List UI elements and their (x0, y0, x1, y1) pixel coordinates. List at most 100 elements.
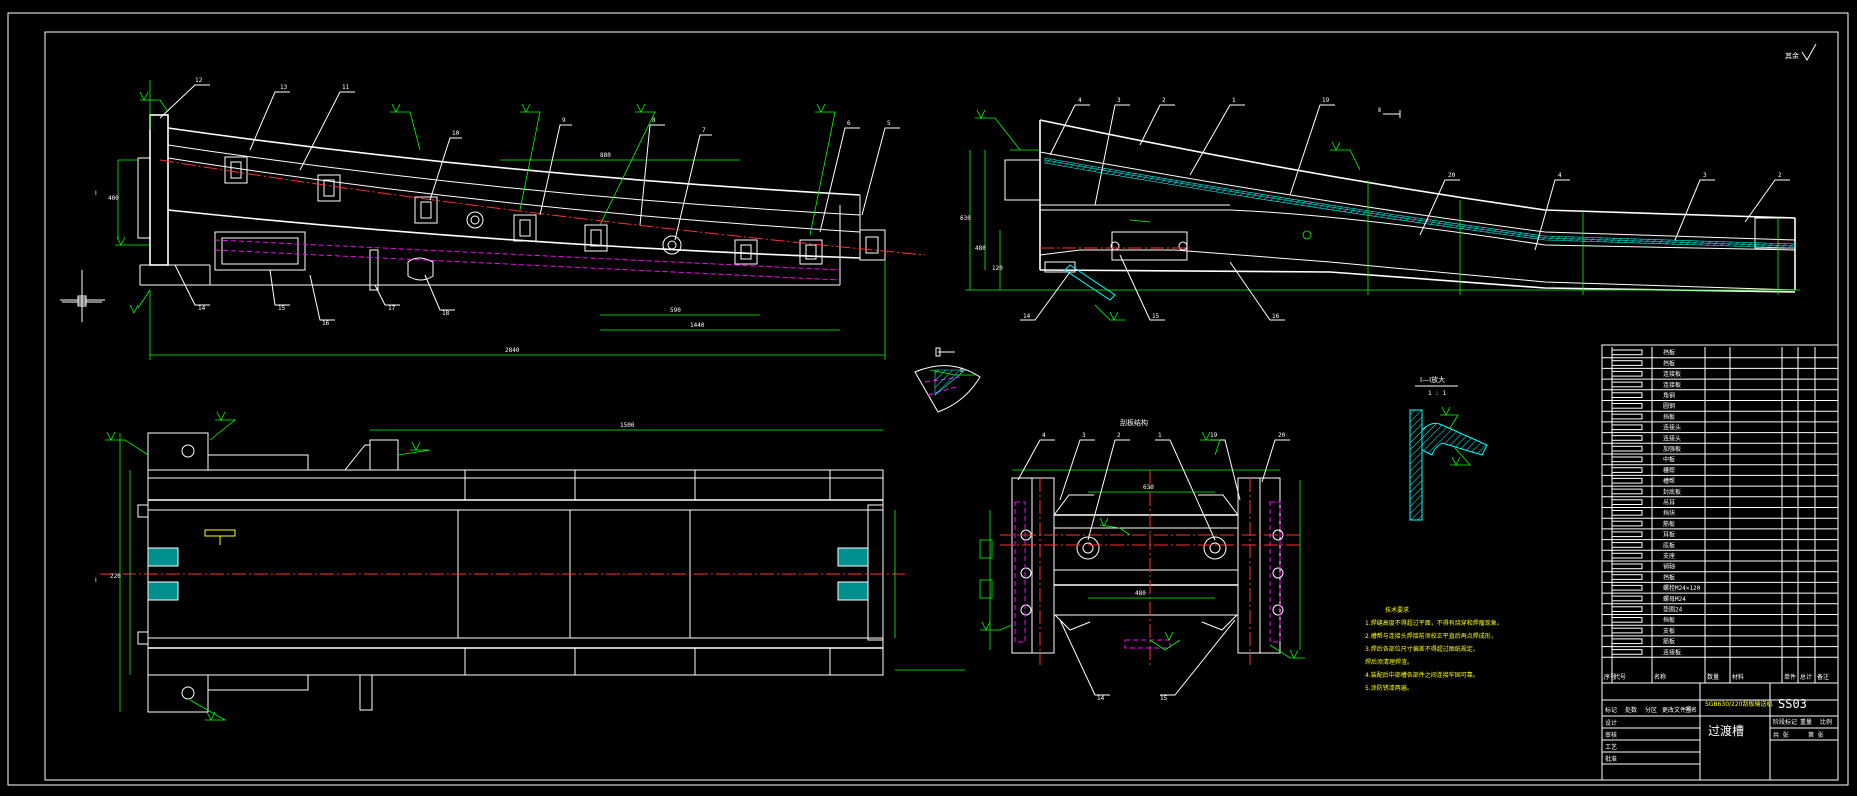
head-plate (149, 114, 169, 266)
roughness-mark: 其余 (1785, 51, 1799, 60)
svg-text:11: 11 (342, 84, 350, 91)
svg-text:8: 8 (652, 117, 656, 124)
svg-text:15: 15 (1160, 695, 1168, 702)
svg-text:400: 400 (108, 195, 119, 202)
front-view[interactable]: 2840 1440 590 880 400 12 13 11 10 9 8 7 … (62, 77, 926, 360)
parts-code-cell (1611, 510, 1643, 516)
parts-list-name: 连接板 (1663, 648, 1681, 656)
parts-code-cell (1611, 638, 1643, 645)
outer-frame (7, 12, 1849, 786)
svg-text:批准: 批准 (1605, 755, 1617, 763)
svg-text:1: 1 (1158, 432, 1162, 439)
parts-code-cell (1611, 370, 1643, 377)
parts-code-cell (1611, 392, 1643, 398)
parts-list-header: 名称 (1654, 673, 1666, 681)
parts-code-cell (1611, 360, 1643, 366)
svg-text:14: 14 (1023, 313, 1031, 320)
svg-text:19: 19 (1210, 432, 1218, 439)
parts-list-name: 连接板 (1663, 381, 1681, 389)
front-leaders: 12 13 11 10 9 8 7 6 5 14 15 16 17 18 (159, 77, 900, 327)
plan-total-dim: 1500 (620, 422, 635, 429)
section-scale: 1 : 1 (1428, 390, 1446, 397)
svg-text:12: 12 (195, 77, 203, 84)
parts-code-cell (1611, 349, 1643, 356)
parts-code-cell (1611, 649, 1643, 655)
side-view[interactable]: 630 480 120 4 3 2 1 19 20 4 3 2 14 15 16… (960, 97, 1800, 321)
parts-code-cell (1611, 606, 1643, 612)
parts-list-name: 连接头 (1663, 424, 1681, 432)
svg-text:Ⅰ: Ⅰ (95, 577, 97, 584)
title-block[interactable]: SGB630/220刮板输送机 SS03 过渡槽 标记 处数 分区 更改文件号 … (1601, 682, 1839, 781)
svg-text:焊后须清理焊渣。: 焊后须清理焊渣。 (1365, 658, 1413, 666)
parts-list-name: 圆钢 (1663, 402, 1675, 410)
svg-text:工艺: 工艺 (1605, 743, 1617, 751)
svg-text:4.装配后中部槽各部件之间连接牢固可靠。: 4.装配后中部槽各部件之间连接牢固可靠。 (1365, 671, 1479, 679)
parts-list-name: 连接头 (1663, 434, 1681, 442)
parts-code-cell (1611, 552, 1643, 559)
svg-text:更改文件号: 更改文件号 (1662, 706, 1692, 714)
svg-text:16: 16 (1272, 313, 1280, 320)
parts-list-name: 支板 (1663, 627, 1675, 635)
parts-list-name: 连接板 (1663, 370, 1681, 378)
front-centerline (159, 159, 926, 256)
parts-list-name: 垫圈24 (1663, 606, 1683, 614)
tech-notes: 技术要求 1.焊缝高度不得超过平面，不得有烧穿和焊瘤现象。 2.槽帮与连接头焊接… (1365, 606, 1503, 692)
svg-text:6: 6 (847, 120, 851, 127)
lug-left-top (147, 547, 179, 567)
svg-text:Ⅱ: Ⅱ (1378, 107, 1381, 114)
svg-text:比例: 比例 (1820, 718, 1832, 726)
scraper-pocket-row (224, 156, 823, 265)
parts-list-name: 挡板 (1663, 349, 1675, 357)
end-view[interactable]: 630 480 刮板结构 4 3 2 1 19 20 14 15 (979, 418, 1305, 702)
svg-text:2: 2 (1162, 97, 1166, 104)
parts-list-header: 代号 (1614, 673, 1626, 681)
parts-list-name: 挡板 (1663, 359, 1675, 367)
inner-frame (44, 31, 1839, 781)
front-total-dim: 2840 (505, 347, 520, 354)
svg-text:3: 3 (1117, 97, 1121, 104)
parts-list-name: 支座 (1663, 552, 1675, 560)
svg-text:2: 2 (1117, 432, 1121, 439)
section-profile (1409, 409, 1488, 521)
parts-list-name: 槽帮 (1663, 466, 1675, 474)
side-leaders: 4 3 2 1 19 20 4 3 2 14 15 16 (1020, 97, 1790, 321)
svg-text:3: 3 (1703, 172, 1707, 179)
svg-text:标记: 标记 (1605, 706, 1617, 714)
parts-code-cell (1611, 477, 1643, 484)
parts-list-name: 耳板 (1663, 531, 1675, 539)
svg-text:Ⅱ: Ⅱ (960, 367, 963, 374)
section-title: Ⅰ—Ⅰ放大 (1420, 375, 1445, 384)
parts-list-name: 筋板 (1663, 638, 1675, 646)
parts-list-header: 总计 (1800, 673, 1812, 681)
svg-text:第 张: 第 张 (1808, 731, 1824, 739)
trough-top-edge (167, 127, 861, 196)
svg-text:2: 2 (1778, 172, 1782, 179)
svg-text:20: 20 (1448, 172, 1456, 179)
model-line: SGB630/220刮板输送机 (1705, 700, 1773, 708)
plan-view[interactable]: 1500 220 Ⅰ (95, 411, 965, 721)
parts-list-header: 单件 (1784, 673, 1796, 681)
svg-text:4: 4 (1042, 432, 1046, 439)
parts-list-header: 序号 (1604, 673, 1616, 681)
svg-text:630: 630 (1143, 484, 1154, 491)
detail-scraper[interactable]: Ⅱ (914, 347, 981, 413)
svg-text:4: 4 (1558, 172, 1562, 179)
svg-text:480: 480 (1135, 590, 1146, 597)
svg-text:17: 17 (388, 305, 396, 312)
parts-list-name: 螺母M24 (1663, 595, 1686, 603)
parts-code-cell (1611, 424, 1643, 431)
parts-list-name: 挡板 (1663, 573, 1675, 581)
parts-list-name: 槽帮 (1663, 477, 1675, 485)
svg-text:19: 19 (1322, 97, 1330, 104)
svg-text:15: 15 (1152, 313, 1160, 320)
lug-right-bottom (837, 581, 869, 601)
section-I-I[interactable]: Ⅰ—Ⅰ放大 1 : 1 (1409, 375, 1488, 521)
plan-weld-symbols (105, 411, 965, 721)
parts-list[interactable]: 挡板挡板连接板连接板角钢圆钢挡板连接头连接头加强板中板槽帮槽帮封底板吊耳挡块筋板… (1601, 344, 1839, 684)
end-weld-symbols (980, 431, 1305, 659)
svg-text:重量: 重量 (1800, 718, 1812, 726)
svg-text:590: 590 (670, 307, 681, 314)
parts-list-name: 角钢 (1663, 392, 1675, 400)
svg-text:3: 3 (1082, 432, 1086, 439)
